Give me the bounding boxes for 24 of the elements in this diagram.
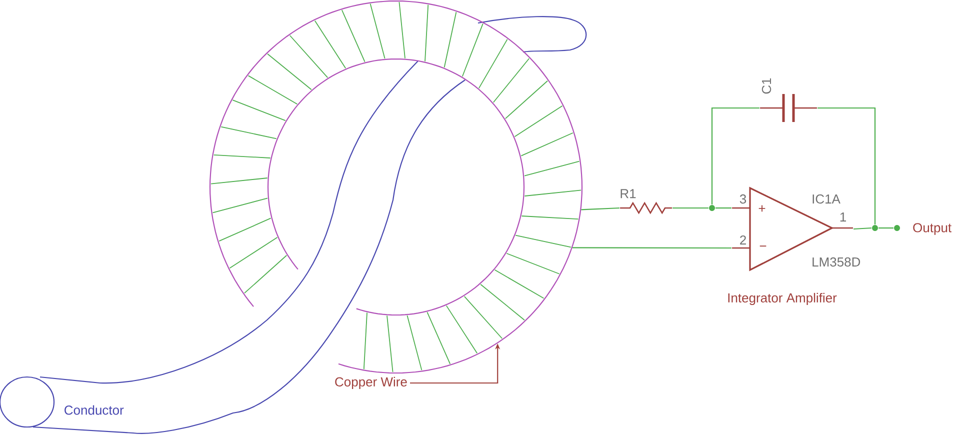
plus-sign: + [758, 205, 766, 212]
pin-number: 3 [740, 194, 746, 204]
part-number: LM358D [812, 257, 860, 267]
output-label: Output [913, 223, 952, 235]
wire [854, 227, 872, 230]
resistor-symbol [620, 202, 672, 214]
callout-label: Copper Wire [335, 376, 407, 390]
wire [581, 207, 620, 210]
circuit-caption: Integrator Amplifier [728, 292, 837, 306]
wire [672, 207, 708, 209]
wire [818, 107, 876, 224]
component-label: C1 [762, 78, 772, 94]
conductor-label: Conductor [64, 405, 124, 415]
component-label: IC1A [812, 194, 840, 204]
pin-number: 2 [740, 235, 746, 245]
capacitor-symbol [759, 92, 818, 124]
toroid-coil-drawing [209, 0, 583, 374]
pin-number: 1 [840, 212, 846, 222]
component-label: R1 [620, 189, 636, 198]
wire [716, 207, 732, 209]
wire [711, 107, 760, 204]
minus-sign: − [760, 246, 766, 247]
wire [878, 227, 894, 229]
wire [572, 247, 732, 249]
